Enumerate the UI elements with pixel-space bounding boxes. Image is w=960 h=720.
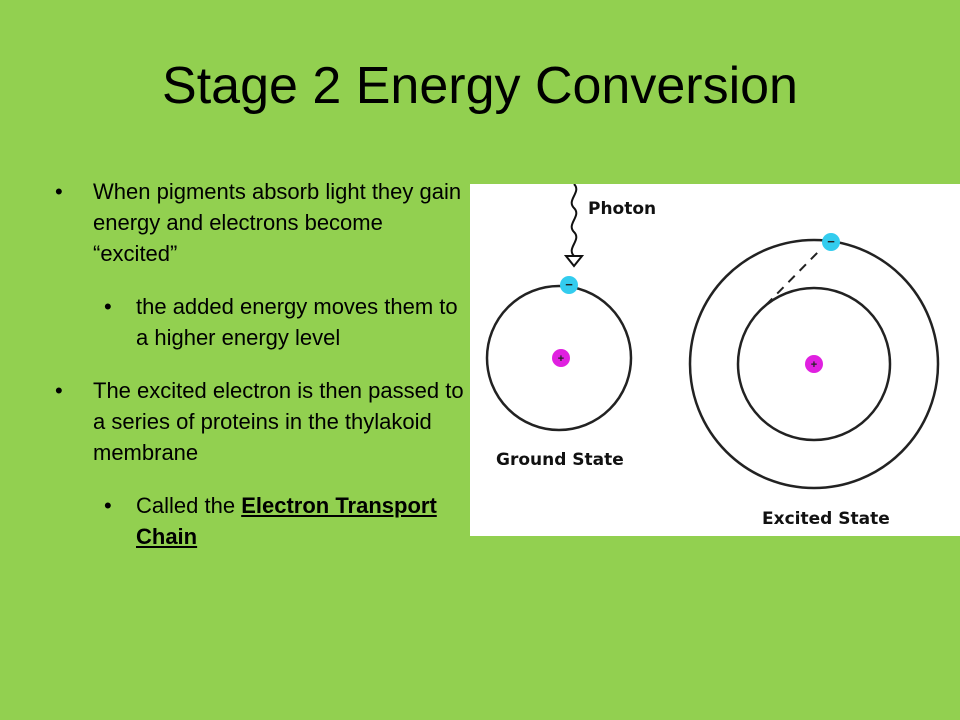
ground-state-orbit [485,284,633,432]
photon-wave [570,184,578,257]
excited-state-electron [822,233,840,251]
sub-bullet-higher-energy-level: the added energy moves them to a higher … [56,291,466,353]
bullet-list: When pigments absorb light they gain ene… [55,176,466,552]
sub-bullet-electron-transport-chain: Called the Electron Transport Chain [56,490,466,552]
ground-state-nucleus-plus: + [558,353,564,365]
excited-state-outer-orbit [688,238,940,490]
excited-state-nucleus [805,355,823,373]
ground-state-nucleus [552,349,570,367]
atom-diagram-svg: Photon + − Ground State + − Excited Stat… [485,184,940,529]
bullet-pigments-absorb-light: When pigments absorb light they gain ene… [55,176,466,269]
bullet-excited-electron-passed: The excited electron is then passed to a… [55,375,466,468]
etc-prefix: Called the [136,493,242,518]
ground-state-electron-minus: − [565,277,573,292]
atom-energy-diagram: Photon + − Ground State + − Excited Stat… [470,184,960,536]
excitation-dashed-path [765,247,823,306]
slide-title: Stage 2 Energy Conversion [162,57,798,115]
ground-state-label: Ground State [496,450,624,470]
excited-state-electron-minus: − [827,234,835,249]
excited-state-nucleus-plus: + [811,359,817,371]
electron-transport-chain-term: Electron Transport Chain [136,493,437,549]
excited-state-inner-orbit [736,286,892,442]
ground-state-electron [560,276,578,294]
photon-label: Photon [588,199,656,219]
photon-arrowhead-icon [563,255,585,268]
excited-state-label: Excited State [762,509,890,529]
